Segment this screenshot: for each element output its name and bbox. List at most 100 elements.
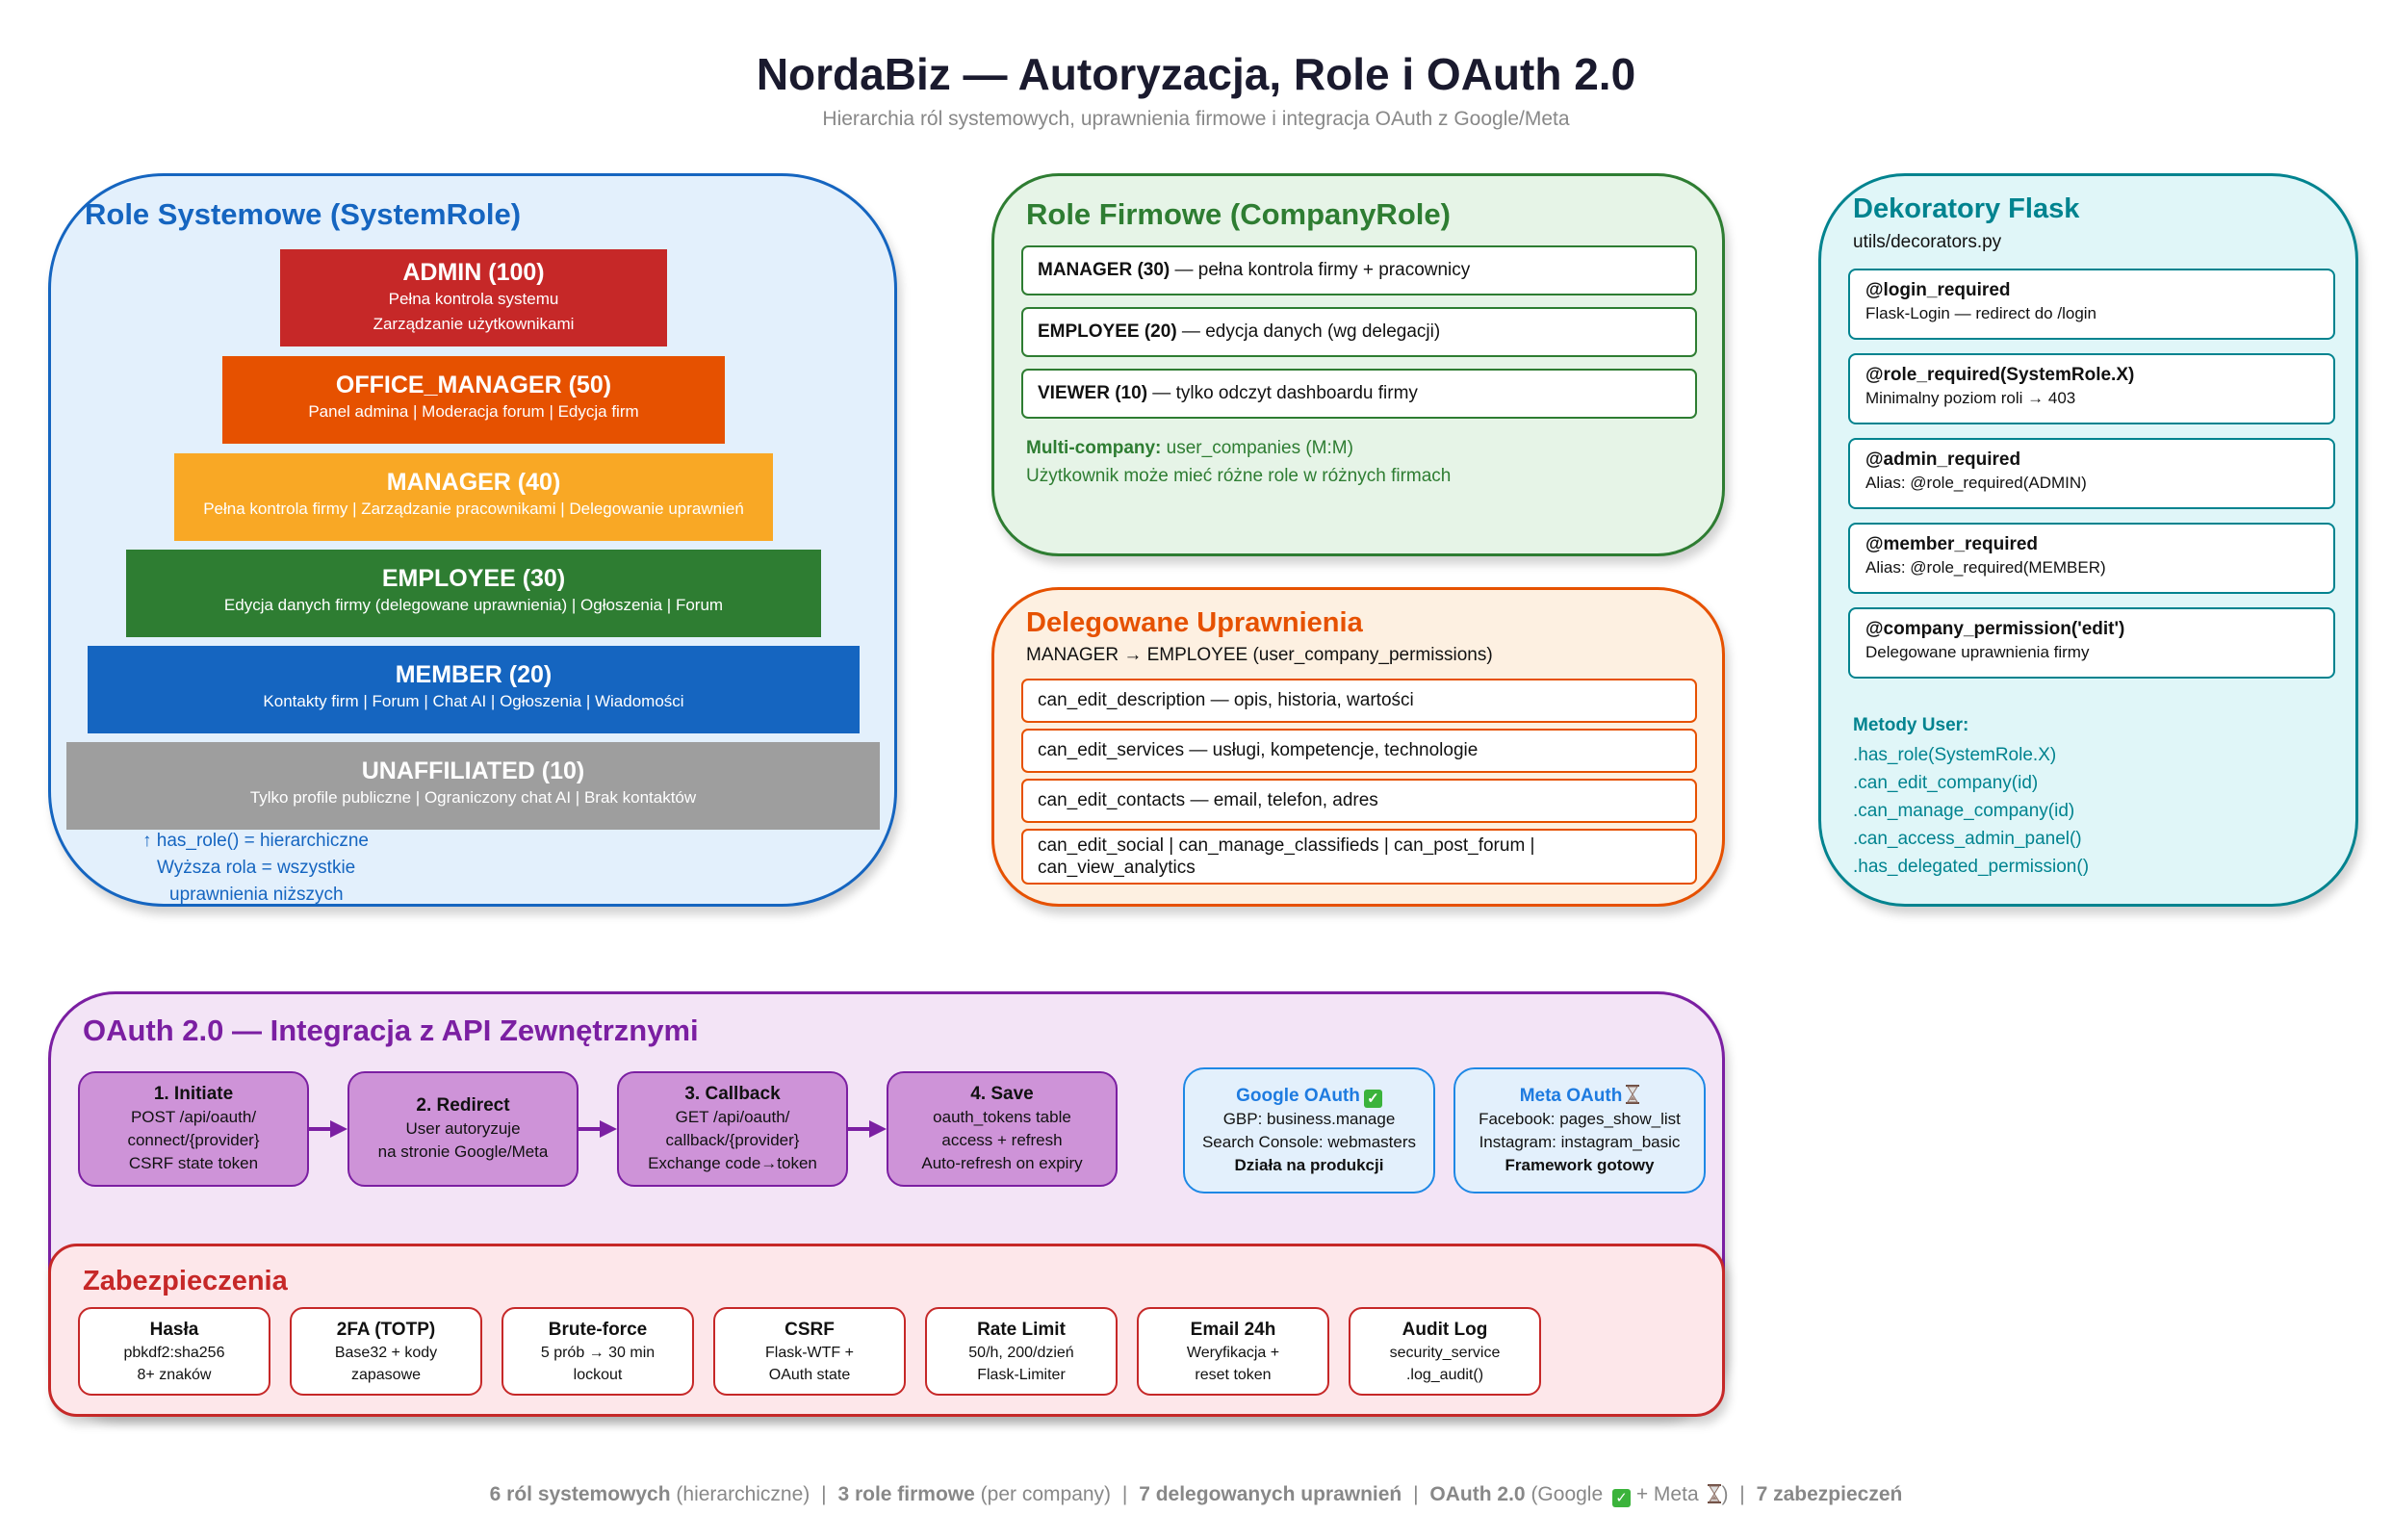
provider-google: Google OAuth✓ GBP: business.manage Searc… — [1183, 1067, 1435, 1194]
arrow-right-icon — [579, 1120, 617, 1138]
summary-footer: 6 ról systemowych (hierarchiczne) | 3 ro… — [0, 1483, 2392, 1507]
step-title: 2. Redirect — [416, 1095, 510, 1116]
multi-company-value: user_companies (M:M) — [1161, 438, 1353, 458]
tier-desc: Pełna kontrola firmy | Zarządzanie praco… — [203, 500, 744, 518]
tier-member: MEMBER (20) Kontakty firm | Forum | Chat… — [88, 646, 860, 733]
security-card-line: Base32 + kody — [334, 1345, 438, 1361]
multi-company-label: Multi-company: — [1026, 438, 1162, 458]
hierarchy-note: ↑ has_role() = hierarchiczne — [142, 831, 369, 851]
tier-name: OFFICE_MANAGER (50) — [335, 372, 612, 398]
security-card-title: CSRF — [784, 1320, 835, 1340]
decorator-desc: Delegowane uprawnienia firmy — [1865, 643, 2090, 661]
security-card-line: 8+ znaków — [137, 1367, 212, 1383]
summary-oauth: OAuth 2.0 — [1429, 1483, 1526, 1505]
decorator-card: @member_required Alias: @role_required(M… — [1848, 523, 2335, 594]
oauth-step-initiate: 1. Initiate POST /api/oauth/ connect/{pr… — [78, 1071, 309, 1187]
tier-desc: Kontakty firm | Forum | Chat AI | Ogłosz… — [263, 692, 684, 710]
system-roles-panel: Role Systemowe (SystemRole) ADMIN (100) … — [48, 173, 897, 907]
role-desc: — tylko odczyt dashboardu firmy — [1147, 383, 1418, 403]
provider-status: Działa na produkcji — [1234, 1155, 1384, 1174]
oauth-title: OAuth 2.0 — Integracja z API Zewnętrznym… — [83, 1014, 699, 1047]
tier-name: MANAGER (40) — [386, 469, 561, 496]
provider-line: GBP: business.manage — [1222, 1109, 1396, 1128]
security-title: Zabezpieczenia — [83, 1266, 288, 1296]
provider-line: Instagram: instagram_basic — [1479, 1132, 1681, 1151]
method-item: .can_manage_company(id) — [1853, 801, 2075, 821]
separator: | — [1739, 1483, 1745, 1505]
security-card-title: Audit Log — [1402, 1320, 1488, 1340]
security-card-line: Flask-Limiter — [977, 1367, 1066, 1383]
security-card-brute-force: Brute-force 5 prób → 30 min lockout — [502, 1307, 694, 1396]
permission-text: can_view_analytics — [1038, 858, 1196, 878]
company-roles-title: Role Firmowe (CompanyRole) — [1026, 197, 1451, 231]
tier-desc: Zarządzanie użytkownikami — [373, 315, 575, 333]
role-desc: — pełna kontrola firmy + pracownicy — [1170, 260, 1471, 280]
provider-status: Framework gotowy — [1505, 1155, 1655, 1174]
security-card-title: 2FA (TOTP) — [336, 1320, 436, 1340]
provider-meta: Meta OAuth Facebook: pages_show_list Ins… — [1453, 1067, 1706, 1194]
delegated-title: Delegowane Uprawnienia — [1026, 607, 1363, 638]
summary-company-note: (per company) — [974, 1483, 1112, 1505]
summary-oauth-note: ) — [1721, 1483, 1729, 1505]
company-role-employee: EMPLOYEE (20) — edycja danych (wg delega… — [1021, 307, 1697, 357]
multi-company-note: Multi-company: user_companies (M:M) — [1026, 438, 1353, 459]
security-card-line: security_service — [1389, 1345, 1501, 1361]
security-card-line: 50/h, 200/dzień — [968, 1345, 1074, 1361]
tier-name: EMPLOYEE (30) — [381, 565, 566, 592]
decorators-title: Dekoratory Flask — [1853, 193, 2080, 224]
security-card-line: 5 prób → 30 min — [540, 1345, 656, 1361]
method-item: .can_edit_company(id) — [1853, 773, 2039, 793]
hourglass-icon — [1708, 1484, 1722, 1503]
step-line: GET /api/oauth/ — [675, 1108, 790, 1126]
security-card-title: Email 24h — [1190, 1320, 1276, 1340]
step-line: access + refresh — [941, 1131, 1063, 1149]
security-card-title: Rate Limit — [977, 1320, 1066, 1340]
tier-name: MEMBER (20) — [395, 661, 553, 688]
decorator-card: @role_required(SystemRole.X) Minimalny p… — [1848, 353, 2335, 424]
provider-line: Facebook: pages_show_list — [1479, 1109, 1681, 1128]
tier-manager: MANAGER (40) Pełna kontrola firmy | Zarz… — [174, 453, 773, 541]
security-card-title: Brute-force — [548, 1320, 648, 1340]
summary-oauth-note: + Meta — [1631, 1483, 1705, 1505]
security-card-rate-limit: Rate Limit 50/h, 200/dzień Flask-Limiter — [925, 1307, 1118, 1396]
method-item: .has_role(SystemRole.X) — [1853, 745, 2057, 765]
security-card-passwords: Hasła pbkdf2:sha256 8+ znaków — [78, 1307, 270, 1396]
decorator-card: @login_required Flask-Login — redirect d… — [1848, 269, 2335, 340]
page-subtitle: Hierarchia ról systemowych, uprawnienia … — [822, 108, 1570, 130]
step-title: 1. Initiate — [153, 1084, 234, 1104]
decorator-desc: Flask-Login — redirect do /login — [1865, 304, 2097, 322]
summary-system-roles: 6 ról systemowych — [489, 1483, 671, 1505]
role-name: MANAGER (30) — [1038, 260, 1170, 280]
company-role-viewer: VIEWER (10) — tylko odczyt dashboardu fi… — [1021, 369, 1697, 419]
security-panel: Zabezpieczenia Hasła pbkdf2:sha256 8+ zn… — [48, 1244, 1725, 1417]
provider-name: Meta OAuth — [1519, 1085, 1623, 1106]
decorator-name: @company_permission('edit') — [1865, 619, 2125, 639]
oauth-step-callback: 3. Callback GET /api/oauth/ callback/{pr… — [617, 1071, 848, 1187]
security-card-csrf: CSRF Flask-WTF + OAuth state — [713, 1307, 906, 1396]
delegated-subtitle: MANAGER → EMPLOYEE (user_company_permiss… — [1026, 645, 1493, 665]
separator: | — [1121, 1483, 1128, 1505]
tier-desc: Pełna kontrola systemu — [388, 290, 559, 308]
summary-security: 7 zabezpieczeń — [1756, 1483, 1903, 1505]
page-title: NordaBiz — Autoryzacja, Role i OAuth 2.0 — [756, 49, 1636, 99]
provider-title: Meta OAuth — [1455, 1084, 1704, 1108]
security-card-line: Weryfikacja + — [1186, 1345, 1280, 1361]
tier-admin: ADMIN (100) Pełna kontrola systemu Zarzą… — [280, 249, 667, 346]
multi-company-desc: Użytkownik może mieć różne role w różnyc… — [1026, 466, 1452, 486]
role-desc: — edycja danych (wg delegacji) — [1176, 321, 1441, 342]
company-role-manager: MANAGER (30) — pełna kontrola firmy + pr… — [1021, 245, 1697, 295]
security-card-line: Flask-WTF + — [765, 1345, 854, 1361]
tier-name: UNAFFILIATED (10) — [361, 757, 585, 784]
decorator-desc: Alias: @role_required(MEMBER) — [1865, 558, 2106, 577]
decorator-name: @login_required — [1865, 280, 2011, 300]
permission-text: can_edit_services — usługi, kompetencje,… — [1038, 740, 1479, 760]
hierarchy-note: uprawnienia niższych — [169, 885, 344, 905]
security-card-audit-log: Audit Log security_service .log_audit() — [1349, 1307, 1541, 1396]
check-icon: ✓ — [1363, 1089, 1382, 1108]
decorators-panel: Dekoratory Flask utils/decorators.py @lo… — [1818, 173, 2358, 907]
step-line: na stronie Google/Meta — [377, 1142, 549, 1161]
separator: | — [1413, 1483, 1419, 1505]
methods-title: Metody User: — [1853, 715, 1969, 735]
permission-text: can_edit_social | can_manage_classifieds… — [1038, 835, 1535, 856]
decorator-desc: Minimalny poziom roli → 403 — [1865, 389, 2076, 407]
